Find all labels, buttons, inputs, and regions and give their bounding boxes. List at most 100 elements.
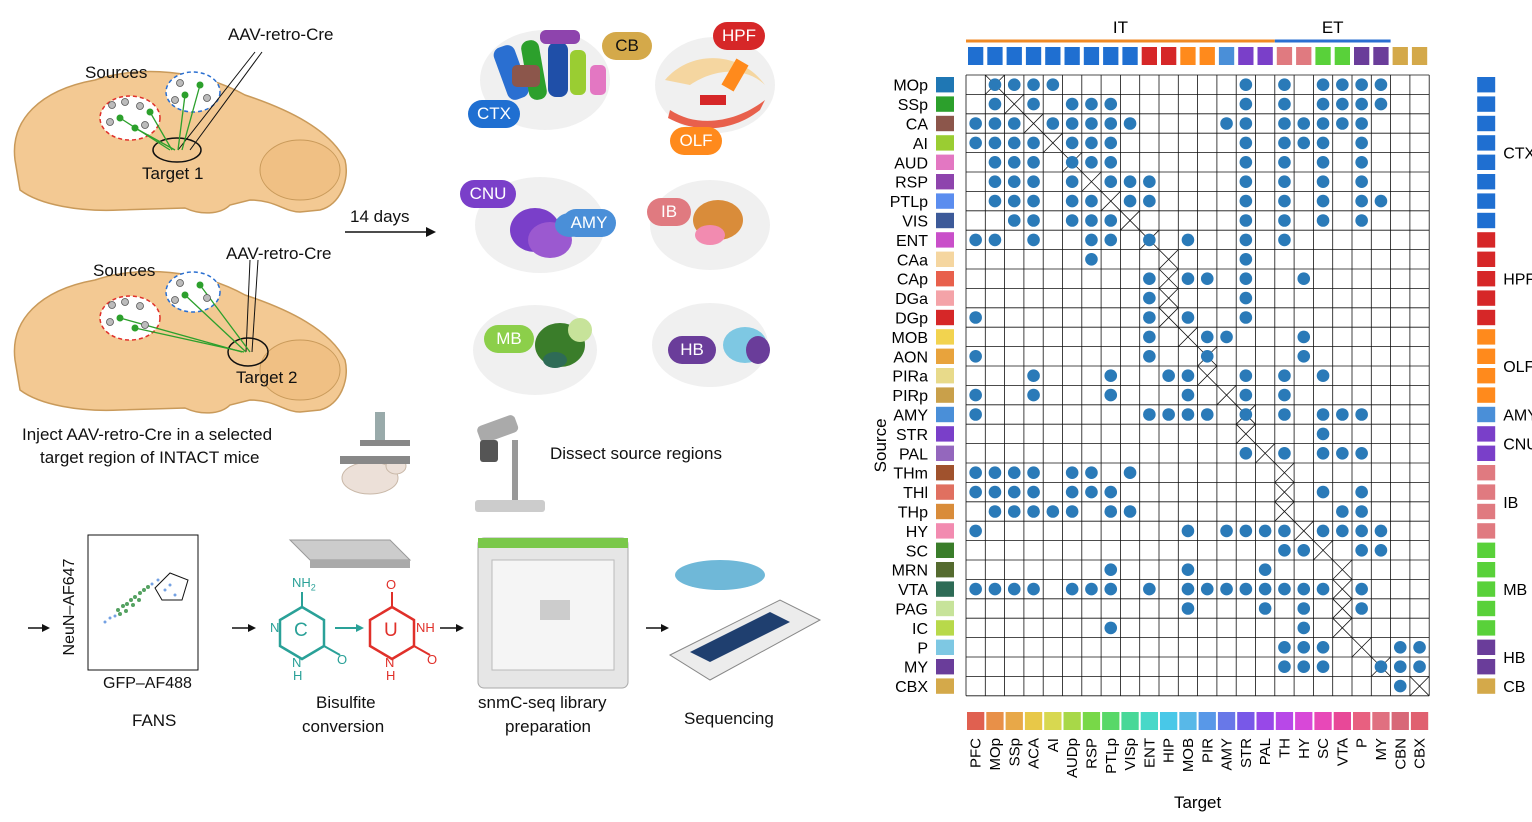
projection-dot [1374, 524, 1388, 538]
target-region-swatch [1103, 47, 1119, 65]
projection-dot [1085, 485, 1098, 499]
source-label: PIRp [892, 388, 928, 405]
projection-dot [1413, 641, 1426, 654]
source-label: CAp [897, 272, 928, 289]
uracil-o-label: O [427, 652, 438, 667]
source-label: DGa [895, 291, 928, 308]
projection-dot [1085, 233, 1098, 247]
projection-dot [1143, 194, 1156, 208]
diagonal-cross [1274, 501, 1295, 522]
projection-dot [1027, 233, 1040, 247]
projection-dot [1181, 272, 1195, 286]
projection-dot [1007, 214, 1021, 227]
projection-dot [1316, 194, 1330, 208]
projection-dot [1278, 369, 1291, 383]
target-label: PTLp [1103, 738, 1120, 774]
target-region-swatch [1045, 47, 1061, 65]
uracil-h-label: H [386, 668, 396, 683]
projection-dot [1065, 582, 1079, 596]
projection-dot [1046, 78, 1060, 91]
projection-dot [1007, 175, 1021, 188]
matrix-ylabel: Source [872, 418, 890, 472]
projection-dot [1297, 660, 1311, 673]
projection-dot [1200, 408, 1214, 421]
projection-dot [1316, 427, 1330, 441]
target-swatch [1237, 712, 1255, 730]
projection-dot [1027, 194, 1040, 208]
projection-dot [1162, 369, 1175, 383]
source-swatch [936, 212, 954, 229]
brain-3d-grid [473, 30, 775, 395]
projection-dot [1123, 466, 1137, 480]
projection-dot [1355, 214, 1368, 227]
projection-dot [1297, 117, 1311, 130]
projection-dot [1278, 447, 1291, 460]
source-label: MRN [892, 563, 928, 580]
projection-dot [1220, 330, 1233, 344]
source-label: VIS [902, 214, 928, 231]
projection-dot [969, 233, 982, 247]
projection-dot [1181, 524, 1195, 538]
source-group-swatch [1477, 96, 1496, 112]
region-badge-hpf: HPF [713, 22, 765, 50]
source-group-swatch [1477, 193, 1496, 209]
source-label: AI [913, 136, 928, 153]
projection-dot [1143, 350, 1156, 363]
region-badge-cb: CB [602, 32, 652, 60]
projection-dot [1065, 97, 1079, 111]
target-swatch [967, 712, 985, 730]
projection-dot [1393, 660, 1407, 673]
projection-dot [1316, 524, 1330, 538]
diagonal-cross [1409, 676, 1430, 697]
projection-dot [1065, 505, 1079, 518]
projection-dot [1336, 505, 1349, 518]
projection-dot [1123, 505, 1137, 518]
sources-label-1: Sources [85, 63, 148, 82]
source-group-swatch [1477, 523, 1496, 539]
bisulfite-label-line2: conversion [302, 717, 385, 736]
source-swatch [936, 251, 954, 267]
source-label: SSp [898, 97, 928, 114]
projection-dot [1007, 156, 1021, 169]
region-badge-hb: HB [668, 336, 716, 364]
projection-dot [1007, 466, 1021, 480]
uracil-letter: U [384, 620, 398, 641]
source-label: RSP [895, 175, 928, 192]
source-group-label: CB [1503, 679, 1525, 696]
projection-dot [1104, 97, 1118, 111]
projection-dot [969, 117, 982, 130]
uracil-n-label: N [385, 655, 395, 670]
projection-dot [1065, 485, 1079, 499]
target-swatch [1121, 712, 1139, 730]
source-group-swatch [1477, 212, 1496, 229]
source-group-swatch [1477, 387, 1496, 403]
projection-dot [1027, 136, 1040, 150]
projection-dot [1374, 544, 1388, 557]
projection-dot [1085, 156, 1098, 169]
projection-dot [1239, 136, 1253, 150]
projection-dot [1065, 175, 1079, 188]
projection-dot [1007, 117, 1021, 130]
source-swatch [936, 406, 954, 423]
target-region-swatch [1006, 47, 1022, 65]
diagonal-cross [1332, 579, 1353, 600]
source-label: PTLp [890, 194, 928, 211]
projection-dot [1046, 117, 1060, 130]
projection-dot [1200, 350, 1214, 363]
target-label: SSp [1006, 738, 1023, 766]
projection-dot [1413, 660, 1426, 673]
target-region-swatch [1238, 47, 1254, 65]
projection-dot [1181, 582, 1195, 596]
projection-dot [1143, 291, 1156, 305]
projection-dot [1027, 78, 1040, 91]
projection-dot [1297, 272, 1311, 286]
source-group-swatch [1477, 329, 1496, 345]
projection-dot [988, 175, 1002, 188]
diagonal-cross [1178, 326, 1198, 347]
target-swatch [1179, 712, 1197, 730]
workflow-schematic [13, 30, 822, 689]
cytosine-letter: C [294, 620, 308, 641]
projection-dot [1297, 602, 1311, 615]
projection-dot [1123, 117, 1137, 130]
source-label: STR [896, 427, 928, 444]
